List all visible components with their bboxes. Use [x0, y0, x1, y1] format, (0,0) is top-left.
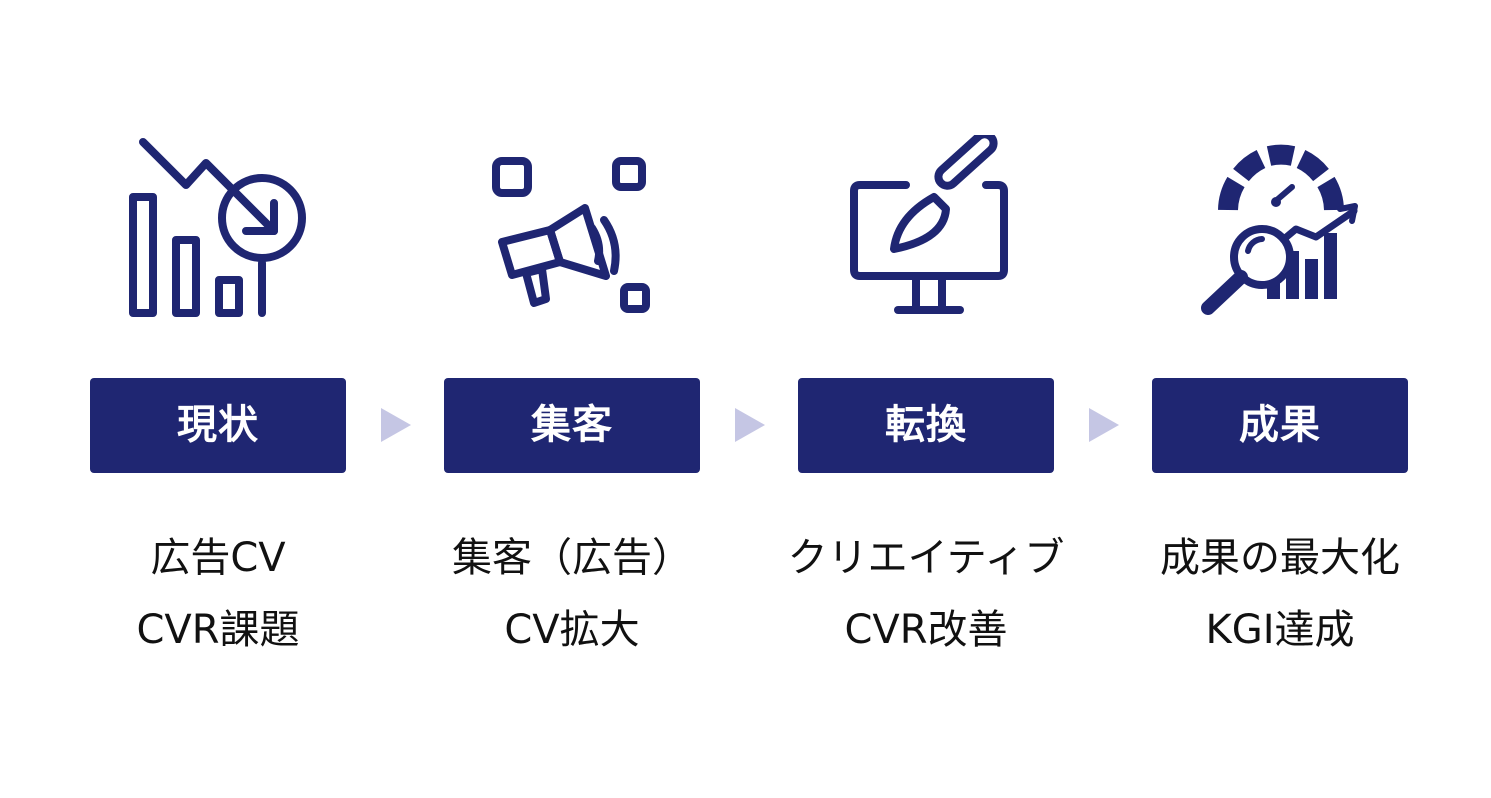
- step-description-line: 広告CV: [150, 535, 286, 581]
- arrow-right-icon: [1089, 408, 1119, 442]
- monitor-brush-icon: [836, 135, 1016, 325]
- step-description: 成果の最大化 KGI達成: [1120, 522, 1440, 666]
- step-description-line: クリエイティブ: [787, 535, 1065, 581]
- step-description-line: CV拡大: [504, 607, 640, 653]
- gauge-magnifier-chart-icon: [1190, 135, 1370, 325]
- step-conversion: 転換 クリエイティブ CVR改善: [788, 0, 1064, 798]
- declining-chart-icon: [128, 135, 308, 325]
- step-result: 成果 成果の最大化 KGI達成: [1150, 0, 1410, 798]
- step-label: 集客: [444, 378, 700, 473]
- step-label: 転換: [798, 378, 1054, 473]
- step-description-line: 成果の最大化: [1160, 535, 1400, 581]
- arrow-right-icon: [735, 408, 765, 442]
- step-acquisition: 集客 集客（広告） CV拡大: [442, 0, 702, 798]
- step-description-line: CVR課題: [136, 607, 300, 653]
- step-label: 成果: [1152, 378, 1408, 473]
- step-description: クリエイティブ CVR改善: [766, 522, 1086, 666]
- megaphone-icon: [482, 135, 662, 325]
- step-label: 現状: [90, 378, 346, 473]
- step-description: 広告CV CVR課題: [58, 522, 378, 666]
- arrow-right-icon: [381, 408, 411, 442]
- step-description-line: KGI達成: [1205, 607, 1355, 653]
- step-description-line: CVR改善: [844, 607, 1008, 653]
- step-current-state: 現状 広告CV CVR課題: [88, 0, 348, 798]
- step-description: 集客（広告） CV拡大: [412, 522, 732, 666]
- step-description-line: 集客（広告）: [452, 535, 692, 581]
